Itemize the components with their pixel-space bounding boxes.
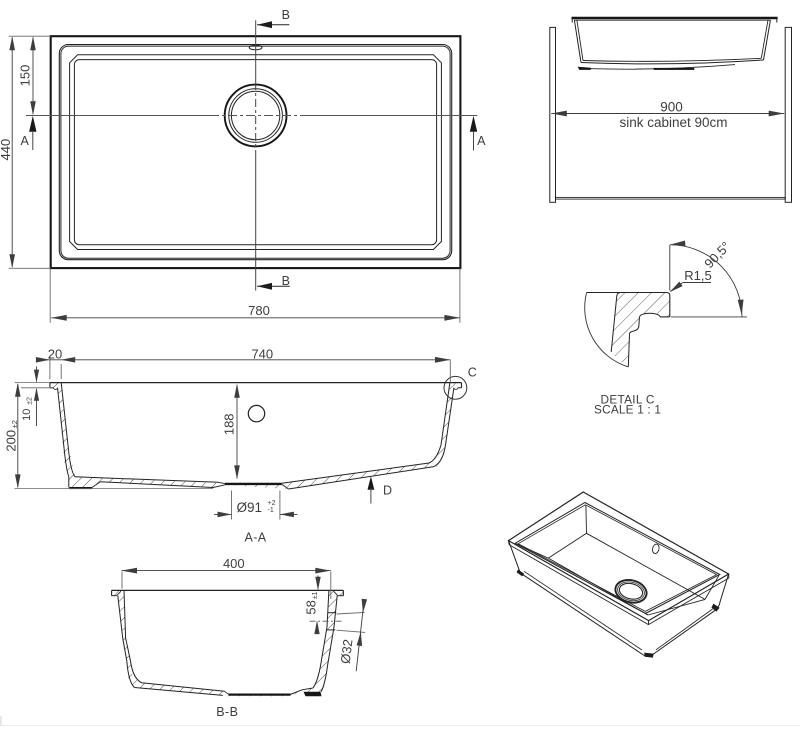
svg-text:150: 150	[18, 65, 33, 87]
svg-text:10: 10	[21, 409, 33, 421]
svg-text:20: 20	[48, 346, 62, 361]
svg-text:Ø32: Ø32	[338, 638, 356, 664]
svg-text:Ø91: Ø91	[237, 500, 263, 515]
svg-text:±1: ±1	[312, 591, 319, 599]
svg-text:900: 900	[660, 100, 683, 115]
svg-text:±2: ±2	[27, 397, 34, 405]
svg-text:C: C	[468, 366, 477, 380]
svg-text:B-B: B-B	[216, 705, 238, 719]
svg-text:58: 58	[303, 600, 318, 614]
svg-text:740: 740	[251, 346, 273, 361]
svg-text:R1,5: R1,5	[684, 268, 711, 283]
svg-text:B: B	[282, 8, 290, 22]
svg-text:±2: ±2	[10, 420, 19, 428]
svg-text:B: B	[282, 274, 290, 288]
svg-text:400: 400	[223, 556, 245, 571]
svg-text:200: 200	[4, 430, 19, 452]
svg-text:440: 440	[0, 139, 13, 161]
svg-text:188: 188	[221, 413, 236, 435]
svg-text:sink cabinet 90cm: sink cabinet 90cm	[619, 115, 727, 130]
svg-text:780: 780	[248, 303, 270, 318]
svg-text:A: A	[477, 134, 486, 148]
svg-text:A-A: A-A	[244, 531, 266, 545]
svg-text:D: D	[383, 484, 392, 498]
svg-text:A: A	[21, 134, 30, 148]
svg-text:SCALE 1 : 1: SCALE 1 : 1	[594, 403, 661, 417]
svg-text:-1: -1	[268, 507, 274, 514]
